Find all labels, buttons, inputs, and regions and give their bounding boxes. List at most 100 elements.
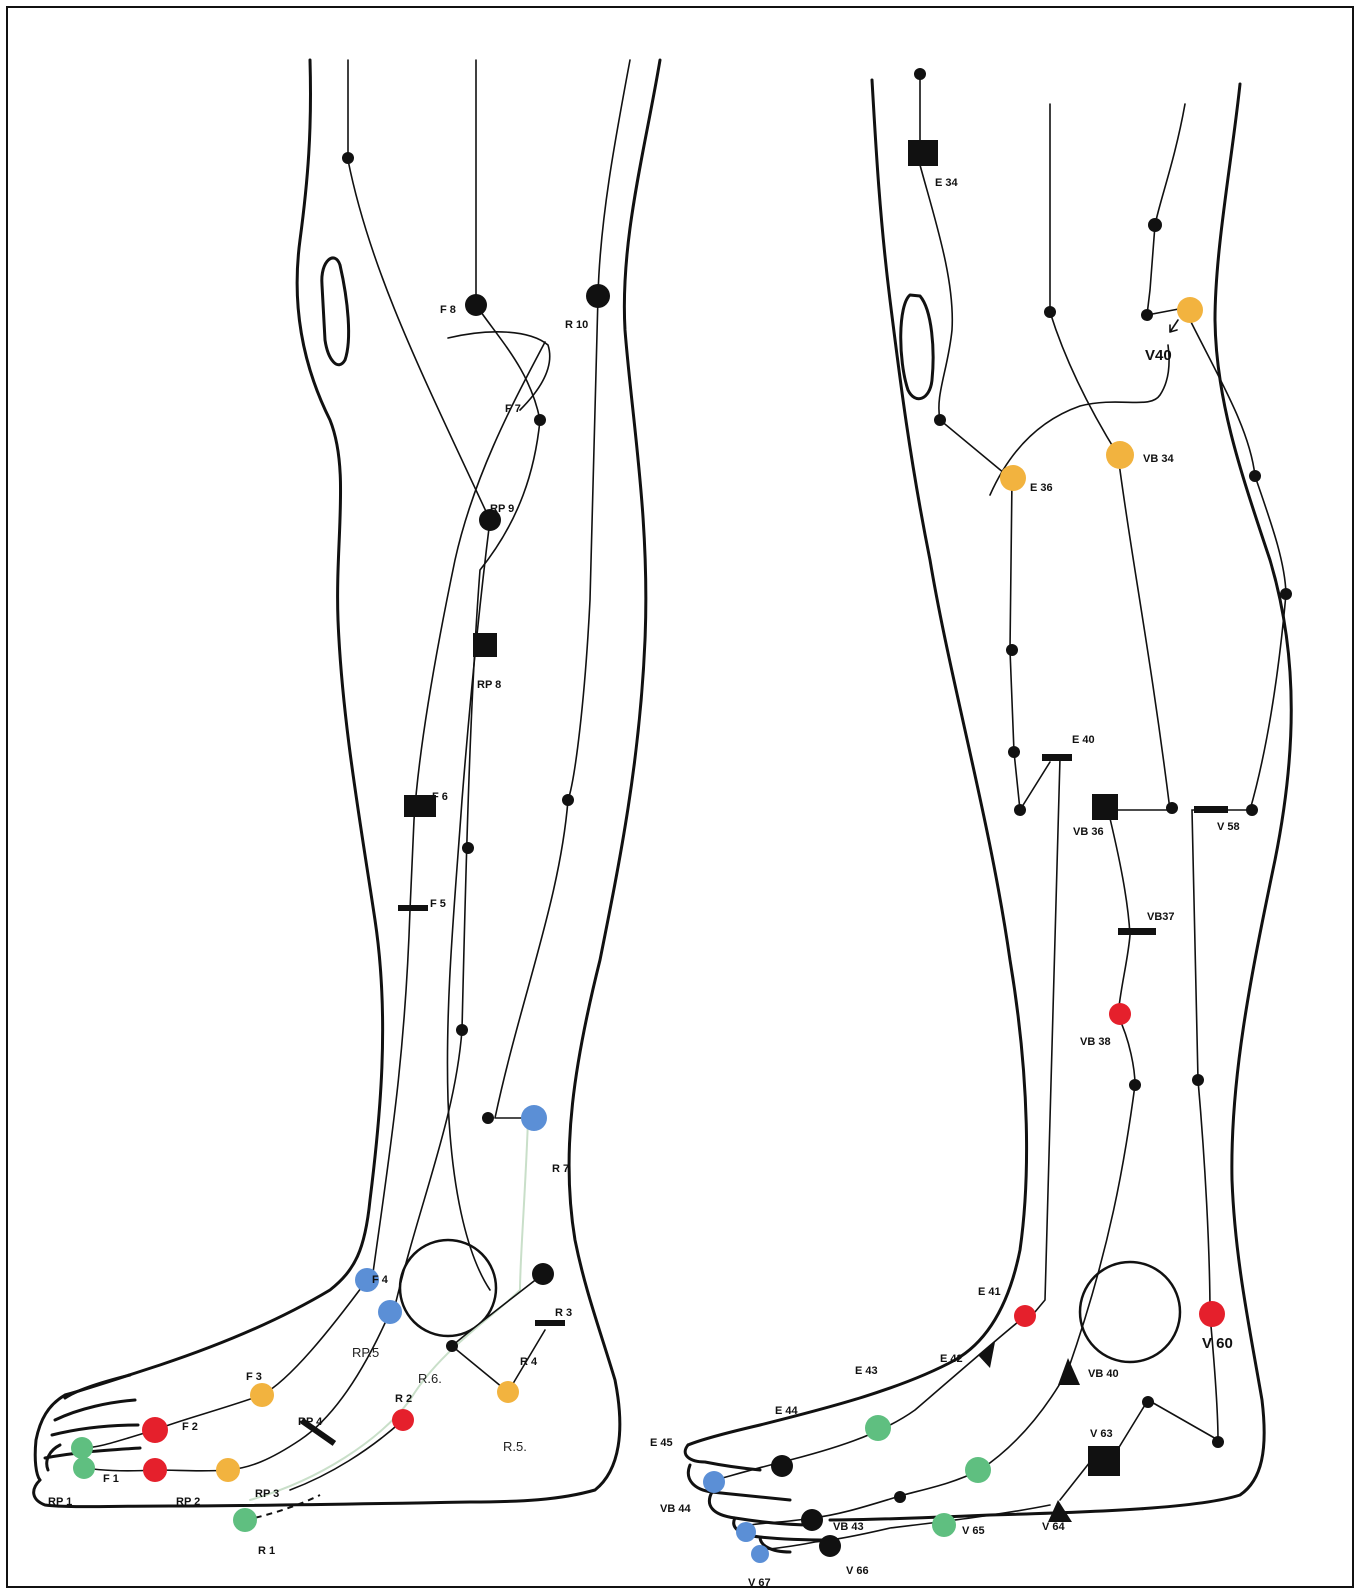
point-black [914, 68, 926, 80]
right-leg: E 34 V40 VB 34 E 36 E 40 VB 36 V 58 VB37… [650, 68, 1292, 1589]
point-black [1166, 802, 1178, 814]
point-RP2 [143, 1458, 167, 1482]
point-R10 [586, 284, 610, 308]
point-R7 [521, 1105, 547, 1131]
point-R5 [497, 1381, 519, 1403]
point-VB44 [736, 1522, 756, 1542]
point-V63-square [1088, 1446, 1120, 1476]
label-RP3: RP 3 [255, 1488, 279, 1500]
point-V40 [1177, 297, 1203, 323]
point-black [1246, 804, 1258, 816]
left-liver-upper [348, 60, 490, 520]
label-E40: E 40 [1072, 734, 1095, 746]
point-black [1212, 1436, 1224, 1448]
point-R4-bar [535, 1320, 565, 1326]
label-R4: R 4 [520, 1356, 538, 1368]
point-E36 [1000, 465, 1026, 491]
right-ankle-circle [1080, 1262, 1180, 1362]
left-kneecap-oval [322, 258, 349, 365]
left-leg: F 8 R 10 F 7 RP 9 RP 8 F 6 F 5 R 7 F 4 R… [34, 60, 660, 1557]
label-F4: F 4 [372, 1274, 389, 1286]
label-F3: F 3 [246, 1371, 262, 1383]
point-black [934, 414, 946, 426]
point-VB40-triangle [1058, 1358, 1080, 1385]
left-liver-channel [372, 342, 545, 1280]
point-E34-square [908, 140, 938, 166]
point-R2 [392, 1409, 414, 1431]
label-V65: V 65 [962, 1525, 985, 1537]
right-toes [685, 1445, 830, 1552]
left-leg-back-outline [34, 60, 660, 1507]
label-V66: V 66 [846, 1565, 869, 1577]
label-E42: E 42 [940, 1353, 963, 1365]
label-E44: E 44 [775, 1405, 799, 1417]
right-gb-foot [750, 1370, 1068, 1525]
label-V40: V40 [1145, 347, 1172, 364]
point-E42-triangle [978, 1342, 995, 1368]
point-black [462, 842, 474, 854]
point-F8 [465, 294, 487, 316]
label-F8: F 8 [440, 304, 456, 316]
point-R6 [446, 1340, 458, 1352]
point-V65 [932, 1513, 956, 1537]
point-E45 [703, 1471, 725, 1493]
label-V67: V 67 [748, 1577, 771, 1589]
point-F3 [250, 1383, 274, 1407]
point-F1 [71, 1437, 93, 1459]
label-F2: F 2 [182, 1421, 198, 1433]
point-E41 [1014, 1305, 1036, 1327]
point-RP8-square [473, 633, 497, 657]
point-V60 [1199, 1301, 1225, 1327]
label-R7: R 7 [552, 1163, 569, 1175]
point-black [1148, 218, 1162, 232]
left-kidney-channel [495, 60, 630, 1118]
label-F5: F 5 [430, 898, 446, 910]
point-RP5 [378, 1300, 402, 1324]
point-E44 [771, 1455, 793, 1477]
point-RP1 [73, 1457, 95, 1479]
label-RP8: RP 8 [477, 679, 501, 691]
point-E40-bar [1042, 754, 1072, 761]
label-E41: E 41 [978, 1286, 1001, 1298]
label-V63: V 63 [1090, 1428, 1113, 1440]
point-black [1280, 588, 1292, 600]
point-black [1008, 746, 1020, 758]
point-black [1044, 306, 1056, 318]
right-stomach-channel [1010, 478, 1060, 1322]
left-kidney-lower [290, 1118, 545, 1490]
point-F5-bar [398, 905, 428, 911]
label-R3: R 3 [555, 1307, 572, 1319]
point-green [965, 1457, 991, 1483]
label-F1: F 1 [103, 1473, 119, 1485]
right-gb-channel [1050, 104, 1170, 1370]
label-F7: F 7 [505, 403, 521, 415]
left-leg-front-outline [35, 60, 382, 1480]
label-E34: E 34 [935, 177, 959, 189]
right-leg-back-outline [830, 84, 1291, 1520]
label-V64: V 64 [1042, 1521, 1066, 1533]
label-E36: E 36 [1030, 482, 1053, 494]
label-RP1: RP 1 [48, 1496, 72, 1508]
label-R5: R.5. [503, 1439, 527, 1454]
point-E43 [865, 1415, 891, 1441]
label-VB34: VB 34 [1143, 453, 1174, 465]
point-black [1142, 1396, 1154, 1408]
point-black [1192, 1074, 1204, 1086]
label-R2: R 2 [395, 1393, 412, 1405]
point-VB38 [1109, 1003, 1131, 1025]
right-leg-front-outline [688, 80, 1027, 1445]
label-R6: R.6. [418, 1371, 442, 1386]
point-V58-bar [1194, 806, 1228, 813]
point-RP3 [216, 1458, 240, 1482]
label-F6: F 6 [432, 791, 448, 803]
point-R3 [532, 1263, 554, 1285]
label-VB40: VB 40 [1088, 1368, 1119, 1380]
point-V67 [751, 1545, 769, 1563]
point-F2 [142, 1417, 168, 1443]
label-V60: V 60 [1202, 1335, 1233, 1352]
point-black [342, 152, 354, 164]
point-black [562, 794, 574, 806]
point-black [456, 1024, 468, 1036]
point-VB43 [801, 1509, 823, 1531]
label-RP5: RP.5 [352, 1345, 379, 1360]
